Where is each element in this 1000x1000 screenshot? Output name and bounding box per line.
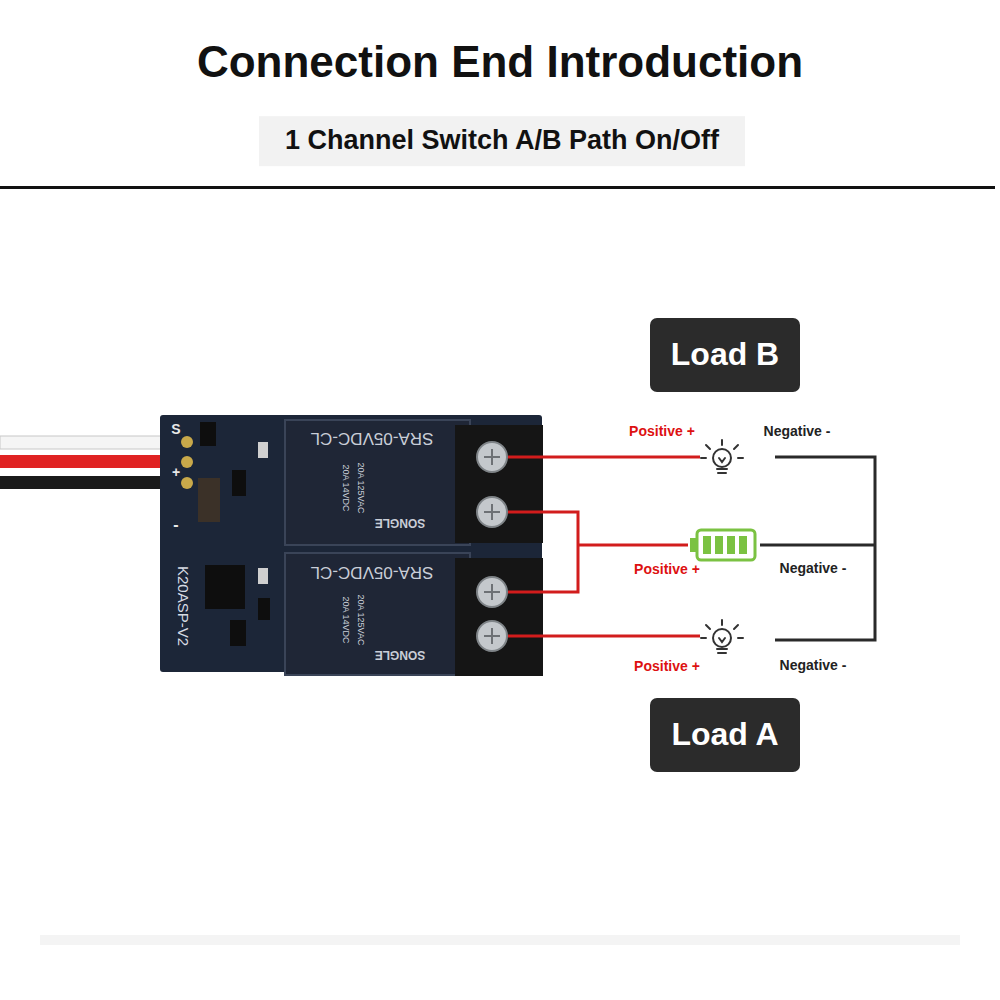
art-part — [477, 497, 507, 527]
positive-wire — [508, 512, 578, 592]
solder-pad — [181, 456, 193, 468]
relay-brand: SONGLE — [375, 515, 426, 528]
relay-rating: 20A 125VAC — [355, 463, 365, 514]
art-part — [727, 536, 735, 554]
relay-rating: 20A 14VDC — [340, 464, 350, 511]
ic-chip — [205, 565, 245, 609]
art-part — [715, 536, 723, 554]
art-part — [713, 449, 731, 467]
shadow-strip — [40, 935, 960, 945]
screw — [477, 621, 507, 651]
page-title: Connection End Introduction — [197, 38, 803, 86]
bulb-icon — [701, 620, 743, 653]
polarity-label: Negative - — [780, 561, 847, 576]
bulb-icon — [701, 440, 743, 473]
art-part — [703, 536, 711, 554]
divider-line — [0, 186, 995, 189]
art-part — [701, 620, 743, 638]
chip — [230, 620, 246, 646]
led — [258, 568, 268, 584]
negative-wire — [760, 544, 875, 547]
polarity-label: Positive + — [634, 562, 700, 577]
polarity-label: Positive + — [634, 659, 700, 674]
load-box: Load B — [650, 318, 800, 392]
load-name: Load A — [671, 717, 778, 752]
battery-icon — [690, 530, 755, 560]
art-part — [477, 577, 507, 607]
screw — [477, 577, 507, 607]
pin-name: - — [173, 516, 178, 534]
led — [258, 442, 268, 458]
chip — [232, 470, 246, 496]
relay-rating: 20A 125VAC — [355, 595, 365, 646]
positive-wire — [508, 635, 700, 638]
screw — [477, 497, 507, 527]
art-part — [484, 628, 500, 644]
capacitor — [198, 478, 220, 522]
screw — [477, 442, 507, 472]
art-part — [717, 638, 727, 653]
art-part — [701, 440, 743, 458]
load-name: Load B — [671, 337, 779, 372]
art-part — [739, 536, 747, 554]
relay-rating: 20A 14VDC — [340, 596, 350, 643]
load-box: Load A — [650, 698, 800, 772]
relay — [285, 553, 470, 675]
art-part — [713, 629, 731, 647]
art-part — [484, 449, 500, 465]
board-model: K20ASP-V2 — [175, 566, 192, 646]
relay-model: SRA-05VDC-CL — [311, 563, 434, 582]
polarity-label: Negative - — [764, 424, 831, 439]
art-part — [697, 530, 755, 560]
positive-wire — [508, 456, 700, 459]
polarity-label: Negative - — [780, 658, 847, 673]
solder-pad — [181, 477, 193, 489]
solder-pad — [181, 436, 193, 448]
art-part — [717, 458, 727, 473]
art-part — [484, 504, 500, 520]
pin-name: + — [172, 465, 180, 480]
polarity-label: Positive + — [629, 424, 695, 439]
terminal-block — [455, 558, 543, 676]
art-part — [477, 621, 507, 651]
relay — [285, 420, 470, 545]
pin-name: S — [171, 422, 180, 437]
relay-brand: SONGLE — [375, 647, 426, 660]
positive-wire — [578, 544, 688, 547]
terminal-block — [455, 425, 543, 543]
chip — [200, 422, 216, 446]
art-part — [477, 442, 507, 472]
chip — [258, 598, 270, 620]
art-part — [484, 584, 500, 600]
negative-wire — [775, 457, 875, 640]
relay-model: SRA-05VDC-CL — [311, 429, 434, 448]
subtitle: 1 Channel Switch A/B Path On/Off — [259, 116, 745, 166]
